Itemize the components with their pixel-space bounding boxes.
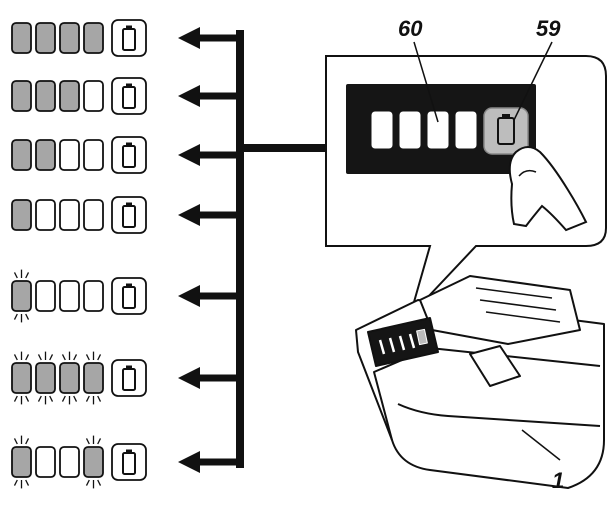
lamp-blinking bbox=[11, 362, 32, 394]
indicator-state-row bbox=[11, 435, 240, 489]
check-button-frame bbox=[111, 136, 147, 174]
lamp-blinking bbox=[83, 446, 104, 478]
check-button-frame bbox=[111, 359, 147, 397]
lamp-lit bbox=[83, 22, 104, 54]
battery-icon bbox=[122, 25, 136, 51]
blink-rays-icon bbox=[85, 351, 102, 405]
battery-icon bbox=[122, 449, 136, 475]
panel-check-button bbox=[483, 107, 529, 155]
zoom-callout: 60 59 bbox=[325, 16, 607, 317]
blink-rays-icon bbox=[61, 351, 78, 405]
label-check-button: 59 bbox=[536, 16, 561, 41]
leader-1 bbox=[521, 429, 561, 461]
lamp-blinking bbox=[59, 362, 80, 394]
blink-rays-icon bbox=[37, 351, 54, 405]
lamp-unlit bbox=[59, 446, 80, 478]
lamp-lit bbox=[11, 80, 32, 112]
arrow-left-icon bbox=[178, 367, 240, 389]
lamp-unlit bbox=[59, 280, 80, 312]
lamp-unlit bbox=[83, 280, 104, 312]
cartridge-indicator-lamps bbox=[378, 333, 416, 355]
lamp-unlit bbox=[35, 446, 56, 478]
cartridge-check-button bbox=[416, 328, 428, 346]
arrow-left-icon bbox=[178, 285, 240, 307]
battery-icon bbox=[122, 142, 136, 168]
arrow-left-icon bbox=[178, 144, 240, 166]
panel-lamp-2 bbox=[399, 111, 421, 149]
lamp-unlit bbox=[59, 199, 80, 231]
battery-icon bbox=[122, 202, 136, 228]
arrow-left-icon bbox=[178, 451, 240, 473]
lamp-lit bbox=[59, 80, 80, 112]
finger-nail-line bbox=[518, 169, 537, 177]
check-button-frame bbox=[111, 19, 147, 57]
indicator-state-row bbox=[11, 19, 240, 57]
lamp-blinking bbox=[35, 362, 56, 394]
battery-icon bbox=[122, 283, 136, 309]
lamp-lit bbox=[59, 22, 80, 54]
lamp-blinking bbox=[11, 280, 32, 312]
lamp-unlit bbox=[35, 199, 56, 231]
check-button-frame bbox=[111, 196, 147, 234]
lamp-lit bbox=[35, 139, 56, 171]
check-button-frame bbox=[111, 277, 147, 315]
indicator-state-rows bbox=[11, 19, 240, 489]
lamp-unlit bbox=[35, 280, 56, 312]
indicator-state-row bbox=[11, 136, 240, 174]
finger-pressing-icon bbox=[508, 146, 588, 232]
lamp-unlit bbox=[59, 139, 80, 171]
check-button-frame bbox=[111, 77, 147, 115]
panel-lamp-4 bbox=[455, 111, 477, 149]
blink-rays-icon bbox=[85, 435, 102, 489]
leader-60 bbox=[413, 41, 439, 123]
indicator-state-row bbox=[11, 77, 240, 115]
blink-rays-icon bbox=[13, 351, 30, 405]
check-button-frame bbox=[111, 443, 147, 481]
lamp-unlit bbox=[83, 139, 104, 171]
arrow-left-icon bbox=[178, 204, 240, 226]
indicator-state-row bbox=[11, 196, 240, 234]
leader-59 bbox=[513, 41, 553, 121]
blink-rays-icon bbox=[13, 269, 30, 323]
rail-ridges bbox=[475, 287, 561, 323]
blink-rays-icon bbox=[13, 435, 30, 489]
battery-cartridge bbox=[355, 275, 605, 489]
lamp-lit bbox=[11, 22, 32, 54]
indicator-state-row bbox=[11, 351, 240, 405]
arrow-left-icon bbox=[178, 85, 240, 107]
battery-icon bbox=[122, 365, 136, 391]
battery-icon bbox=[497, 114, 515, 145]
battery-icon bbox=[122, 83, 136, 109]
lamp-blinking bbox=[83, 362, 104, 394]
label-battery-cartridge: 1 bbox=[552, 468, 564, 493]
lamp-unlit bbox=[83, 199, 104, 231]
lamp-lit bbox=[11, 139, 32, 171]
indicator-state-row bbox=[11, 269, 240, 323]
arrow-left-icon bbox=[178, 27, 240, 49]
cartridge-latch bbox=[469, 345, 521, 387]
lamp-unlit bbox=[83, 80, 104, 112]
lamp-lit bbox=[35, 22, 56, 54]
panel-lamp-1 bbox=[371, 111, 393, 149]
panel-lamp-3 bbox=[427, 111, 449, 149]
label-indicator-lamps: 60 bbox=[398, 16, 423, 41]
lamp-lit bbox=[35, 80, 56, 112]
lamp-lit bbox=[11, 199, 32, 231]
cartridge-lower-rim bbox=[397, 403, 601, 427]
lamp-blinking bbox=[11, 446, 32, 478]
